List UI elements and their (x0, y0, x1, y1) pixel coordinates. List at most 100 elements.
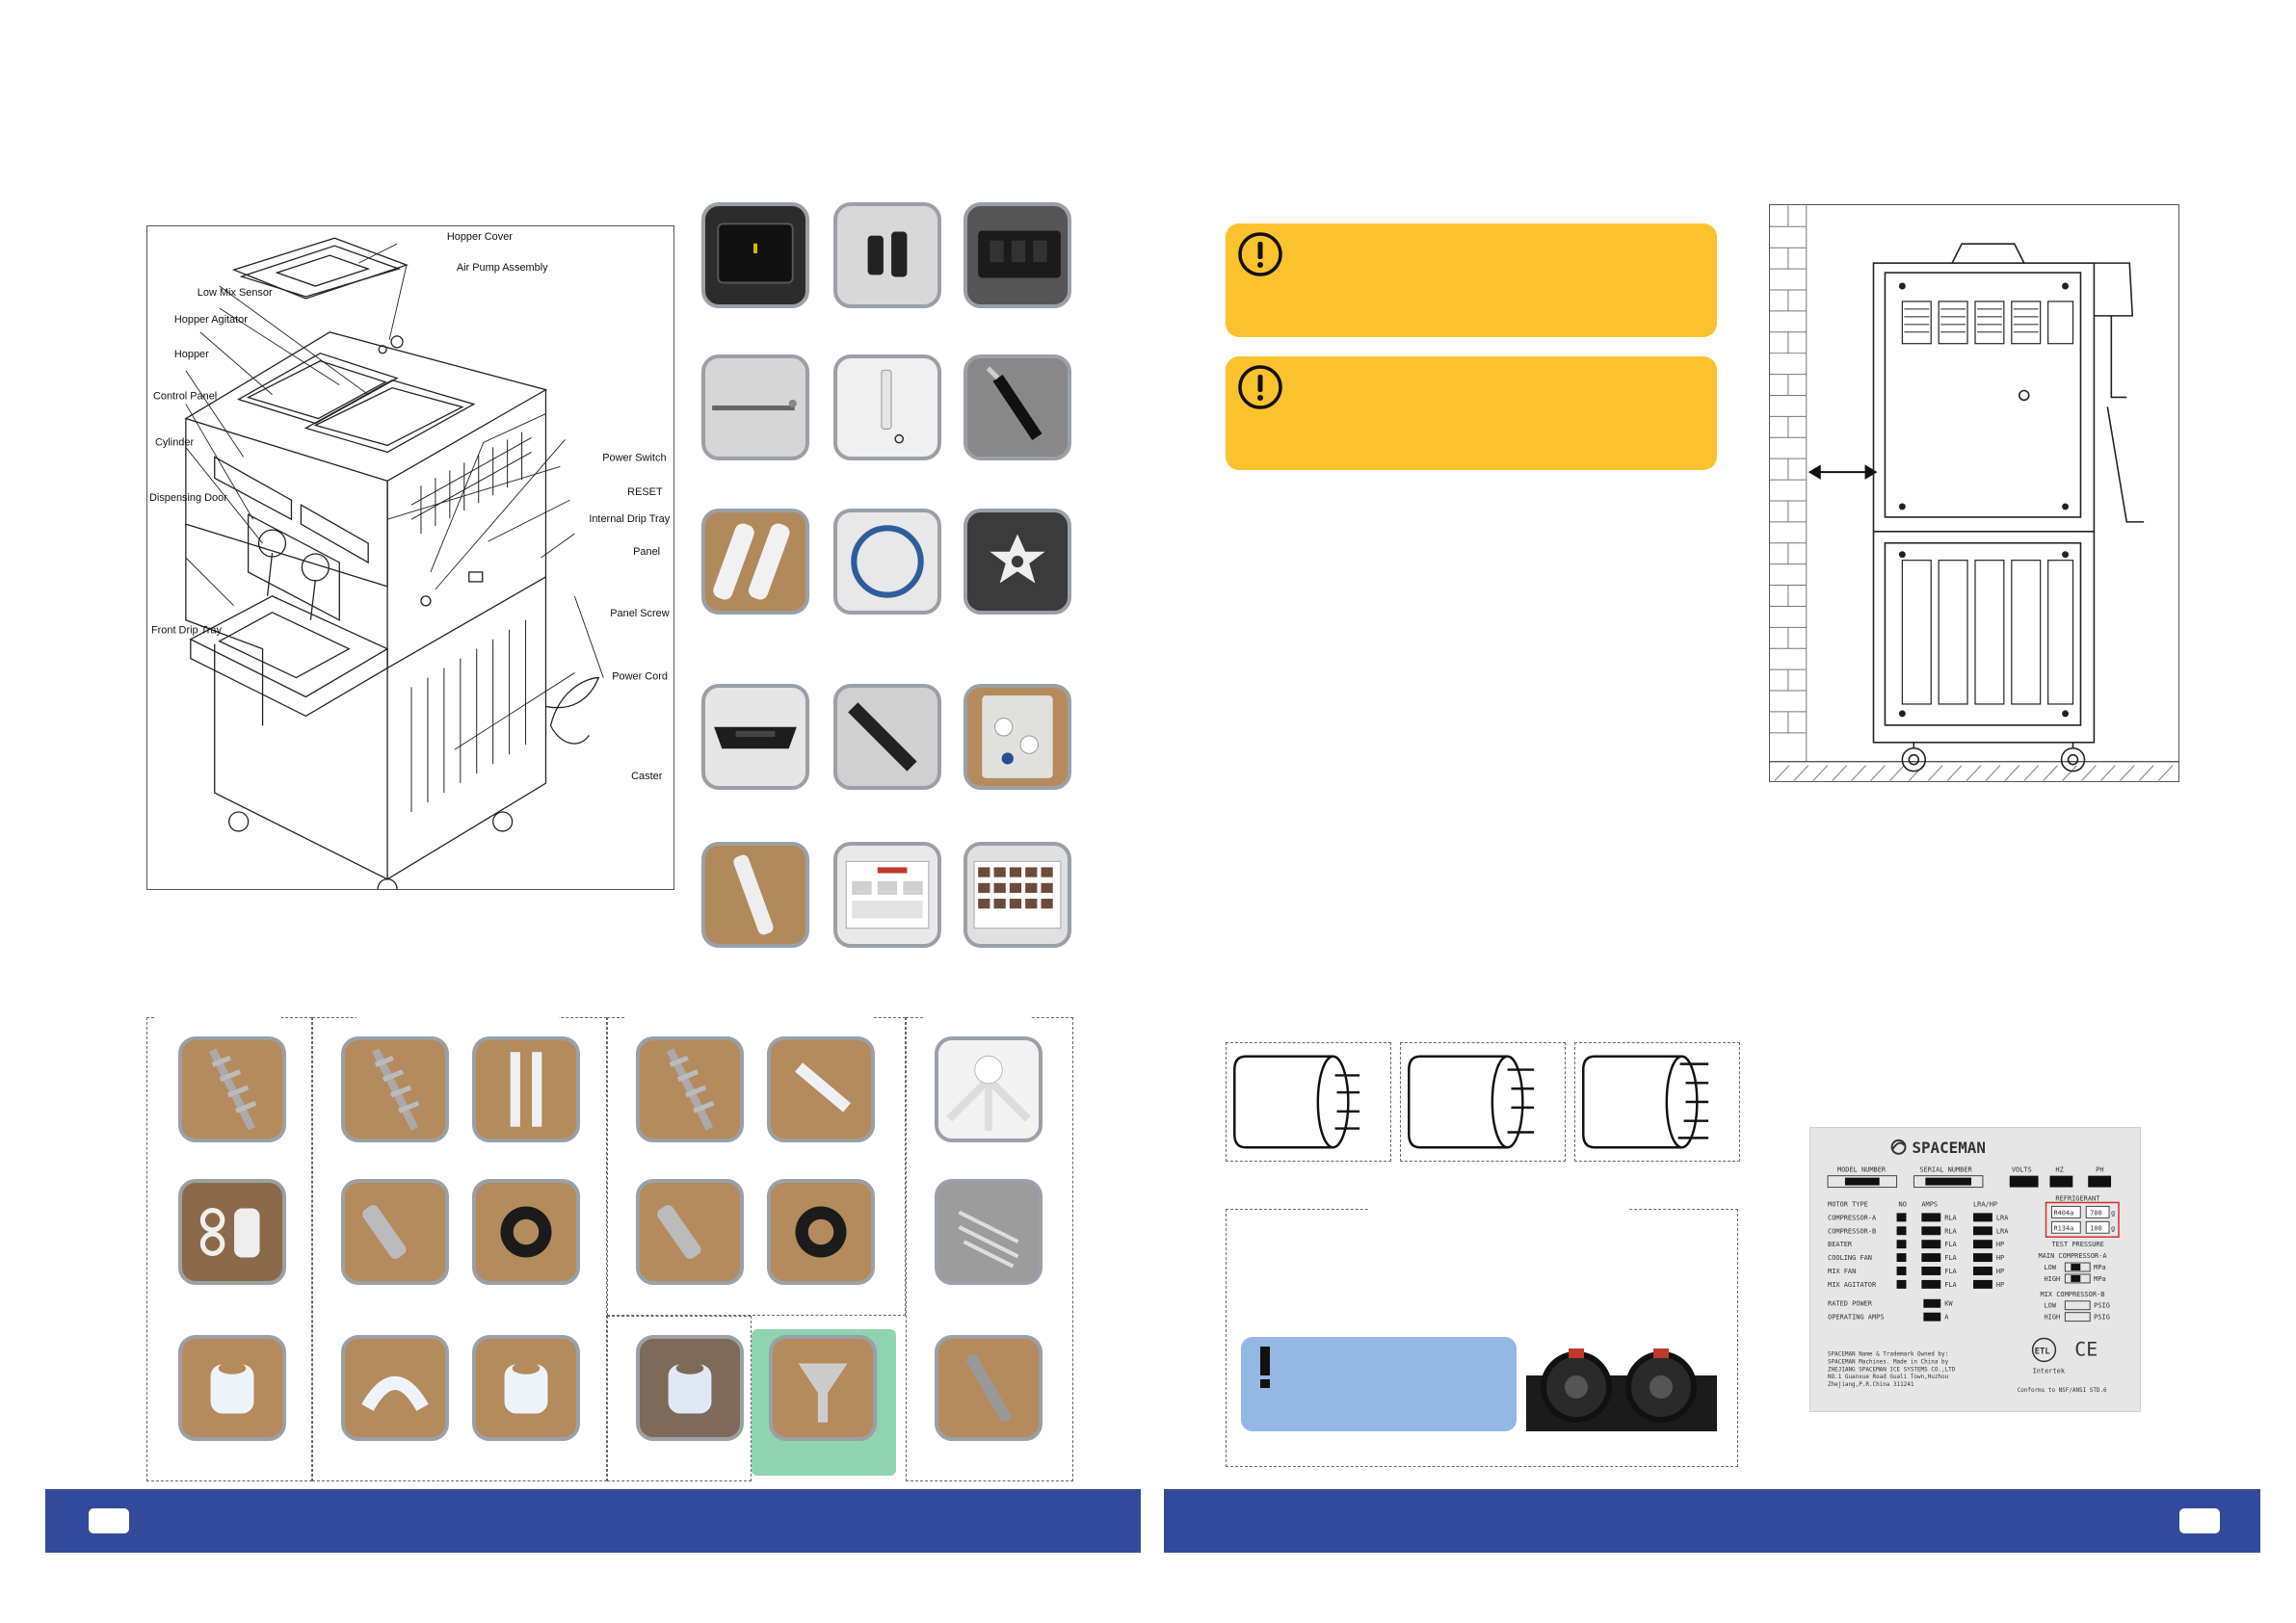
accessory-photo-cleaning-tube (701, 842, 809, 948)
nameplate-unit: HP (1996, 1254, 2004, 1262)
nameplate-unit: LRA (1996, 1214, 2009, 1221)
cylinder-orientation-2 (1400, 1042, 1566, 1162)
etl-mark-icon (2031, 1337, 2057, 1363)
nameplate-test-pressure: TEST PRESSURE (2051, 1241, 2103, 1248)
nameplate-footer-line: NO.1 Guanxue Road Guali Town,Huzhou (1828, 1374, 1949, 1380)
nameplate-col-no: NO (1899, 1200, 1907, 1208)
part-photo-beater-c (636, 1036, 744, 1142)
photo-twin-knobs (1526, 1337, 1717, 1431)
nameplate-ref-b-value: 100 (2090, 1224, 2102, 1232)
nameplate-kw: KW (1944, 1300, 1953, 1308)
page-number-tab-left (89, 1508, 129, 1533)
nameplate-amp: A (1944, 1314, 1949, 1322)
nameplate-rated-power: RATED POWER (1828, 1300, 1873, 1308)
part-photo-brushes (935, 1179, 1042, 1285)
accessory-photo-blue-o-ring (833, 509, 941, 615)
part-photo-center-stand (935, 1036, 1042, 1142)
part-photo-bolt (935, 1335, 1042, 1441)
nameplate-svg: SPACEMAN MODEL NUMBER SERIAL NUMBER VOLT… (1827, 1139, 2120, 1394)
label-caster: Caster (631, 771, 663, 782)
spaceman-logo-icon (1890, 1139, 1907, 1155)
cylinder-orientation-1 (1226, 1042, 1391, 1162)
nameplate-mix-compressor: MIX COMPRESSOR-B (2041, 1291, 2105, 1298)
label-air-pump-assembly: Air Pump Assembly (457, 262, 548, 274)
nameplate-mpa: MPa (2094, 1264, 2106, 1271)
label-cylinder: Cylinder (155, 436, 194, 448)
accessory-photo-star-cap (963, 509, 1071, 615)
wall-clearance-svg (1770, 205, 2178, 781)
part-photo-white-rings (178, 1179, 286, 1285)
nameplate-intertek: Intertek (2033, 1367, 2066, 1374)
part-photo-scraper-blades (472, 1036, 580, 1142)
nameplate-ph-header: PH (2096, 1166, 2103, 1174)
part-photo-black-seal-b (767, 1179, 875, 1285)
nameplate-footer-line: Zhejiang,P.R.China 311241 (1828, 1381, 1914, 1388)
footer-bar-right (1164, 1489, 2260, 1553)
label-internal-drip-tray: Internal Drip Tray (589, 513, 670, 525)
warning-box-1 (1226, 223, 1717, 337)
machine-parts-diagram: Hopper Cover Air Pump Assembly Low Mix S… (146, 225, 674, 890)
part-photo-black-seal-a (472, 1179, 580, 1285)
label-hopper-cover: Hopper Cover (447, 231, 513, 243)
accessory-photo-rod (701, 354, 809, 460)
label-front-drip-tray: Front Drip Tray (151, 625, 222, 637)
accessory-photo-black-bracket (833, 684, 941, 790)
accessory-photo-black-tray (701, 684, 809, 790)
parts-group-3-bottom (607, 1316, 752, 1481)
nameplate-mpa: MPa (2094, 1275, 2106, 1283)
nameplate-ref-b: R134a (2053, 1224, 2073, 1232)
nameplate-high: HIGH (2045, 1314, 2061, 1322)
page-number-tab-right (2179, 1508, 2220, 1533)
label-panel: Panel (633, 546, 660, 558)
wall-clearance-diagram (1769, 204, 2179, 782)
accessory-photo-instruction-sheet (833, 842, 941, 948)
nameplate-row-label: COMPRESSOR-A (1828, 1214, 1877, 1221)
nameplate-ce-mark: CE (2074, 1338, 2098, 1360)
nameplate-model-header: MODEL NUMBER (1837, 1166, 1887, 1174)
accessory-photo-flavor-chart (963, 842, 1071, 948)
accessory-photo-white-seals (701, 509, 809, 615)
nameplate-operating-amps: OPERATING AMPS (1828, 1314, 1884, 1322)
warning-exclamation-icon (1238, 232, 1282, 276)
nameplate-unit: FLA (1944, 1241, 1957, 1248)
label-control-panel: Control Panel (153, 391, 217, 403)
nameplate-motor-type: MOTOR TYPE (1828, 1200, 1868, 1208)
nameplate-col-amps: AMPS (1921, 1200, 1938, 1208)
part-photo-beater-a (178, 1036, 286, 1142)
nameplate-conforms: Conforms to NSF/ANSI STD.6 (2018, 1387, 2107, 1394)
cylinder-icon (1233, 1055, 1360, 1149)
part-photo-white-half-ring (341, 1335, 449, 1441)
part-photo-white-bushing-c (636, 1335, 744, 1441)
nameplate-main-compressor: MAIN COMPRESSOR-A (2039, 1252, 2108, 1260)
group-1-title-gap (156, 1013, 281, 1019)
nameplate-hz-header: HZ (2055, 1166, 2063, 1174)
nameplate-row-label: MIX AGITATOR (1828, 1281, 1877, 1289)
accessory-photo-valve-stem (833, 354, 941, 460)
accessory-photo-handle-block (963, 202, 1071, 308)
part-photo-funnel (769, 1335, 877, 1441)
label-dispensing-door: Dispensing Door (149, 492, 227, 504)
nameplate-row-label: MIX FAN (1828, 1268, 1856, 1275)
nameplate-psig: PSIG (2094, 1302, 2110, 1310)
accessory-photo-drip-tray (701, 202, 809, 308)
part-photo-drive-shaft-a (341, 1179, 449, 1285)
label-hopper-agitator: Hopper Agitator (174, 314, 248, 326)
nameplate-unit: RLA (1944, 1214, 1957, 1221)
nameplate-high: HIGH (2045, 1275, 2061, 1283)
label-reset: RESET (627, 486, 663, 498)
nameplate-unit: LRA (1996, 1227, 2009, 1235)
nameplate-row-label: BEATER (1828, 1241, 1853, 1248)
nameplate-low: LOW (2045, 1302, 2057, 1310)
rating-nameplate: SPACEMAN MODEL NUMBER SERIAL NUMBER VOLT… (1809, 1127, 2141, 1412)
note-section-title-gap (1368, 1205, 1628, 1211)
nameplate-unit: FLA (1944, 1268, 1957, 1275)
nameplate-ref-a: R404a (2053, 1209, 2073, 1217)
nameplate-gram-unit: g (2111, 1209, 2115, 1217)
label-low-mix-sensor: Low Mix Sensor (198, 287, 273, 299)
nameplate-brand: SPACEMAN (1912, 1139, 1985, 1157)
label-panel-screw: Panel Screw (610, 608, 670, 619)
part-photo-drive-shaft-b (636, 1179, 744, 1285)
part-photo-beater-b (341, 1036, 449, 1142)
nameplate-refrigerant: REFRIGERANT (2055, 1194, 2100, 1202)
group-2-title-gap (356, 1013, 559, 1019)
